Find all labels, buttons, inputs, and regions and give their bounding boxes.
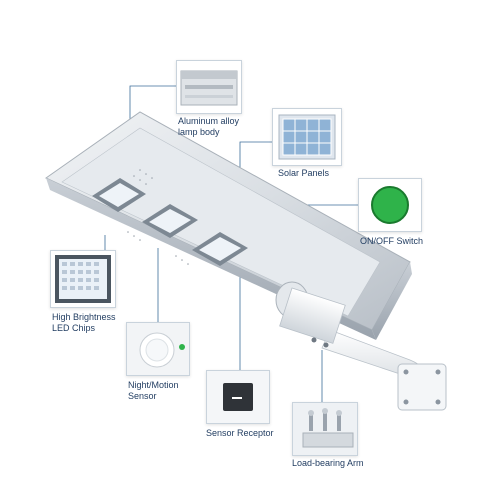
motion-sensor-label: Night/Motion Sensor [128,380,179,402]
led-chips-label-line1: High Brightness [52,312,116,322]
aluminum-profile-icon [180,70,238,106]
receptor-module-icon [207,371,269,423]
aluminum-body-thumbnail [176,60,242,114]
led-chips-thumbnail [50,250,116,308]
led-module-3 [192,232,248,266]
led-chip-array-icon [55,255,111,303]
pir-sensor-icon [127,323,189,375]
motion-sensor-label-line2: Sensor [128,391,157,401]
switch-label: ON/OFF Switch [360,236,424,246]
aluminum-body-label-line2: lamp body [178,127,220,137]
aluminum-body-label: Aluminum alloy lamp body [178,116,239,138]
mounting-arm-icon [293,403,357,455]
led-module-2 [142,204,198,238]
aluminum-body-label-line1: Aluminum alloy [178,116,240,126]
solar-panels-thumbnail [272,108,342,166]
lamp-body [45,111,412,348]
green-switch-icon [371,186,409,224]
led-module-1 [92,178,146,212]
led-chips-label: High Brightness LED Chips [52,312,116,334]
arm-label: Load-bearing Arm [292,458,364,468]
sensor-receptor-label: Sensor Receptor [206,428,274,438]
solar-panel-icon [278,114,336,160]
arm-thumbnail [292,402,358,456]
motion-sensor-label-line1: Night/Motion [128,380,179,390]
led-chips-label-line2: LED Chips [52,323,96,333]
solar-panels-label: Solar Panels [278,168,330,178]
switch-thumbnail [358,178,422,232]
sensor-receptor-thumbnail [206,370,270,424]
motion-sensor-thumbnail [126,322,190,376]
mounting-arm [321,329,447,411]
